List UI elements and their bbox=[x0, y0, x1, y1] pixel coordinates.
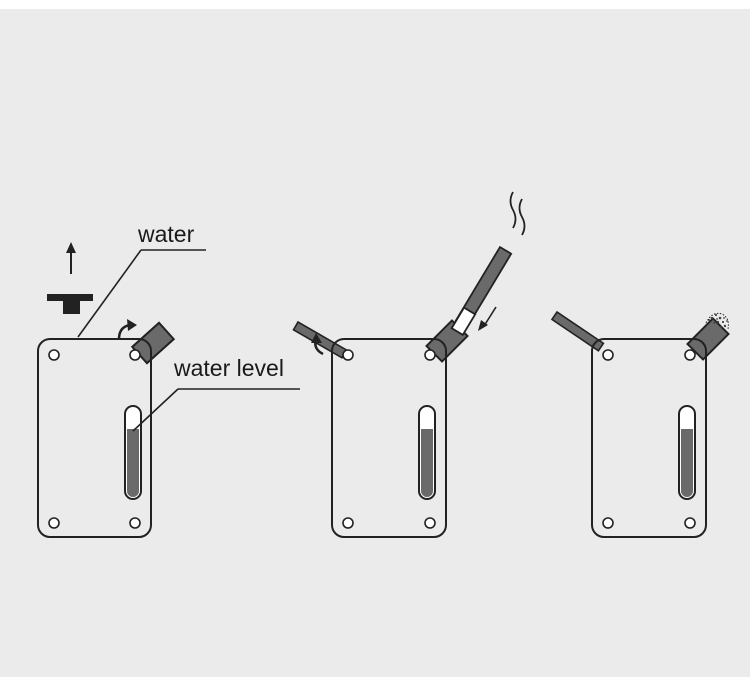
smoking-pipe-icon bbox=[450, 245, 513, 337]
insert-arrow-icon bbox=[478, 306, 497, 331]
usage-diagram: water water level bbox=[37, 191, 730, 538]
cap-removed-icon bbox=[47, 294, 93, 314]
step-3-device bbox=[550, 310, 730, 538]
water-level-pointer-line bbox=[132, 388, 300, 432]
diagram-canvas: water water level bbox=[0, 9, 750, 677]
spout-with-ash-icon bbox=[686, 312, 730, 361]
handle-icon bbox=[550, 310, 605, 352]
water-gauge-icon bbox=[124, 405, 142, 500]
water-label: water bbox=[137, 221, 195, 247]
lift-arrow-icon bbox=[66, 242, 76, 274]
water-pointer-line bbox=[77, 249, 206, 338]
step-1-device: water water level bbox=[37, 221, 300, 538]
water-gauge-icon bbox=[678, 405, 696, 500]
rotate-arrow-icon bbox=[311, 333, 324, 356]
step-2-device bbox=[292, 191, 526, 538]
water-gauge-icon bbox=[418, 405, 436, 500]
smoke-icon bbox=[509, 191, 526, 236]
rotate-arrow-icon bbox=[117, 319, 137, 340]
water-level-label: water level bbox=[173, 355, 284, 381]
